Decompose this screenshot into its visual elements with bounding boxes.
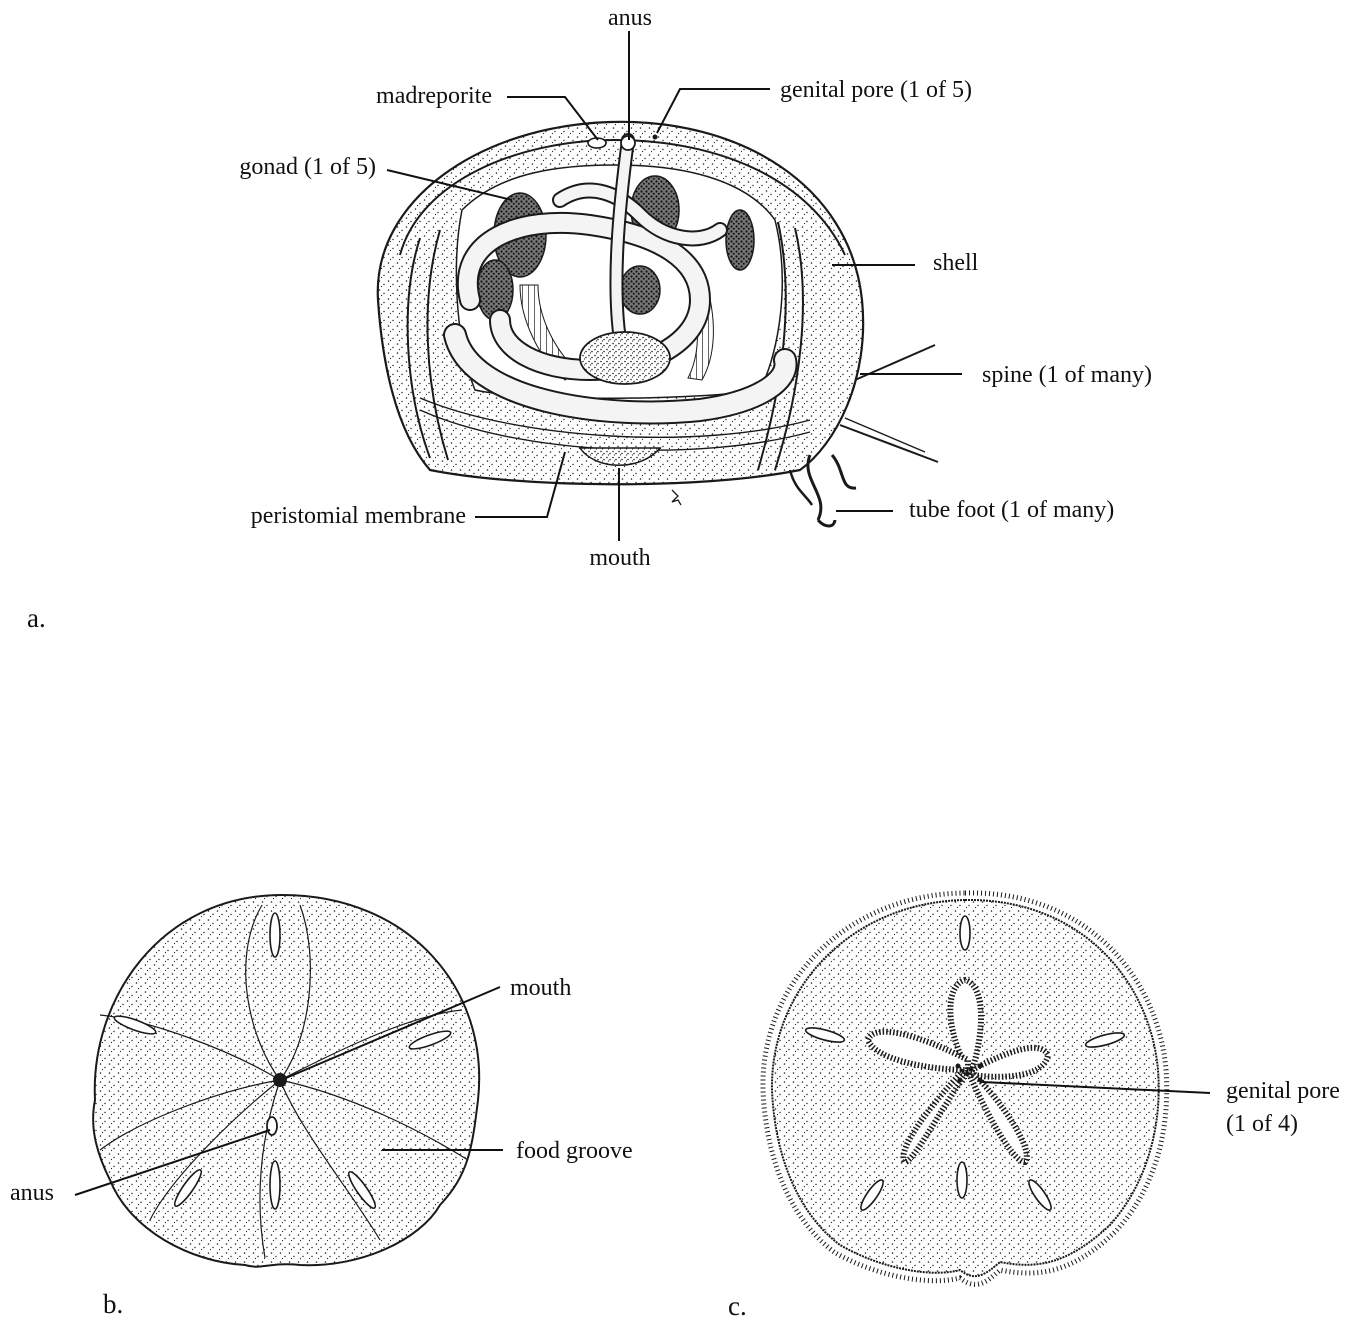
- spine-shape: [845, 418, 925, 452]
- label-b-anus: anus: [10, 1180, 54, 1206]
- genital-pore-dot: [978, 1078, 983, 1083]
- label-tube-foot: tube foot (1 of many): [909, 497, 1114, 523]
- genital-pore-dot: [958, 1078, 963, 1083]
- label-c-genital-pore-count: (1 of 4): [1226, 1111, 1298, 1137]
- label-mouth: mouth: [589, 545, 650, 571]
- label-shell: shell: [933, 250, 979, 276]
- panel-letter-a: a.: [27, 603, 46, 633]
- tube-foot-shape: [808, 455, 835, 526]
- lunule: [270, 913, 280, 957]
- panel-a-urchin: [378, 122, 938, 526]
- label-gonad: gonad (1 of 5): [239, 154, 376, 180]
- label-spine: spine (1 of many): [982, 362, 1152, 388]
- sand-dollar-mouth: [273, 1073, 287, 1087]
- label-peristomial-membrane: peristomial membrane: [251, 503, 466, 529]
- panel-b-sand-dollar: [93, 895, 479, 1267]
- label-b-mouth: mouth: [510, 975, 571, 1001]
- gonad-shape: [620, 266, 660, 314]
- label-genital-pore: genital pore (1 of 5): [780, 77, 972, 103]
- label-anus: anus: [608, 5, 652, 31]
- gonad-shape: [726, 210, 754, 270]
- lunule: [960, 916, 970, 950]
- label-madreporite: madreporite: [376, 83, 492, 109]
- tube-foot-shape: [832, 455, 856, 488]
- genital-pore-dot: [978, 1064, 983, 1069]
- spine-shape: [840, 425, 938, 462]
- pedicellaria: [672, 490, 681, 505]
- label-c-genital-pore: genital pore: [1226, 1078, 1340, 1104]
- label-b-food-groove: food groove: [516, 1138, 633, 1164]
- lunule: [957, 1162, 967, 1198]
- panel-letter-c: c.: [728, 1291, 747, 1321]
- lunule: [270, 1161, 280, 1209]
- aristotles-lantern: [580, 332, 670, 384]
- genital-pore-dot: [653, 135, 658, 140]
- panel-letter-b: b.: [103, 1289, 123, 1319]
- sand-dollar-anus: [267, 1117, 277, 1135]
- genital-pore-dot: [956, 1064, 961, 1069]
